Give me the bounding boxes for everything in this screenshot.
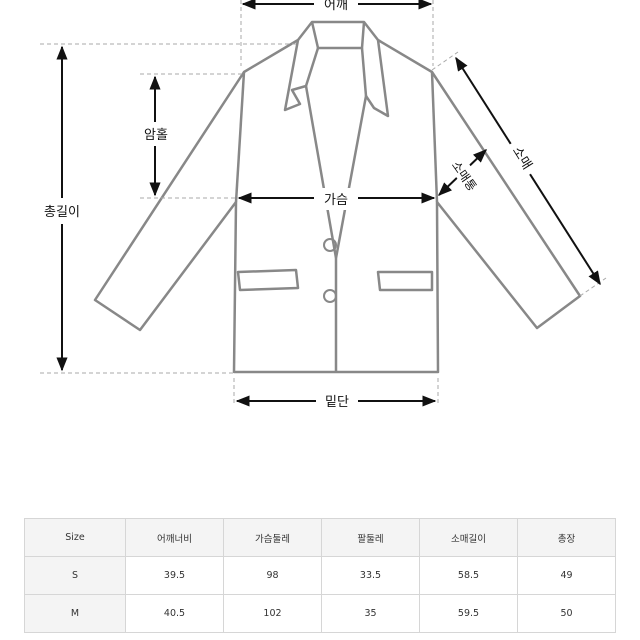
armhole-label: 암홀: [144, 128, 168, 143]
table-cell: 102: [223, 594, 322, 633]
header-sleeve-length: 소매길이: [419, 518, 518, 557]
table-cell: 98: [223, 556, 322, 595]
hem-label: 밑단: [325, 395, 349, 410]
header-arm: 팔둘레: [321, 518, 420, 557]
header-chest: 가슴둘레: [223, 518, 322, 557]
shoulder-label: 어깨: [324, 0, 348, 13]
header-total-length: 총장: [517, 518, 616, 557]
table-header-row: Size 어깨너비 가슴둘레 팔둘레 소매길이 총장: [24, 518, 616, 557]
jacket-outline: [93, 20, 582, 374]
table-cell: 39.5: [125, 556, 224, 595]
chest-label: 가슴: [324, 193, 348, 208]
button-top: [323, 238, 337, 252]
table-cell: 49: [517, 556, 616, 595]
table-row: S 39.5 98 33.5 58.5 49: [24, 556, 616, 595]
table-row: M 40.5 102 35 59.5 50: [24, 594, 616, 633]
table-cell: 40.5: [125, 594, 224, 633]
table-cell: 35: [321, 594, 420, 633]
table-cell: 58.5: [419, 556, 518, 595]
row-size: S: [24, 556, 126, 595]
table-cell: 50: [517, 594, 616, 633]
header-shoulder-width: 어깨너비: [125, 518, 224, 557]
header-size: Size: [24, 518, 126, 557]
size-table: Size 어깨너비 가슴둘레 팔둘레 소매길이 총장 S 39.5 98 33.…: [24, 518, 616, 633]
button-bottom: [323, 289, 337, 303]
row-size: M: [24, 594, 126, 633]
jacket-measurement-diagram: 어깨 총길이 암홀 가슴 밑단 소매 소매통: [40, 0, 607, 410]
total-length-label: 총길이: [44, 205, 80, 220]
table-cell: 59.5: [419, 594, 518, 633]
table-cell: 33.5: [321, 556, 420, 595]
